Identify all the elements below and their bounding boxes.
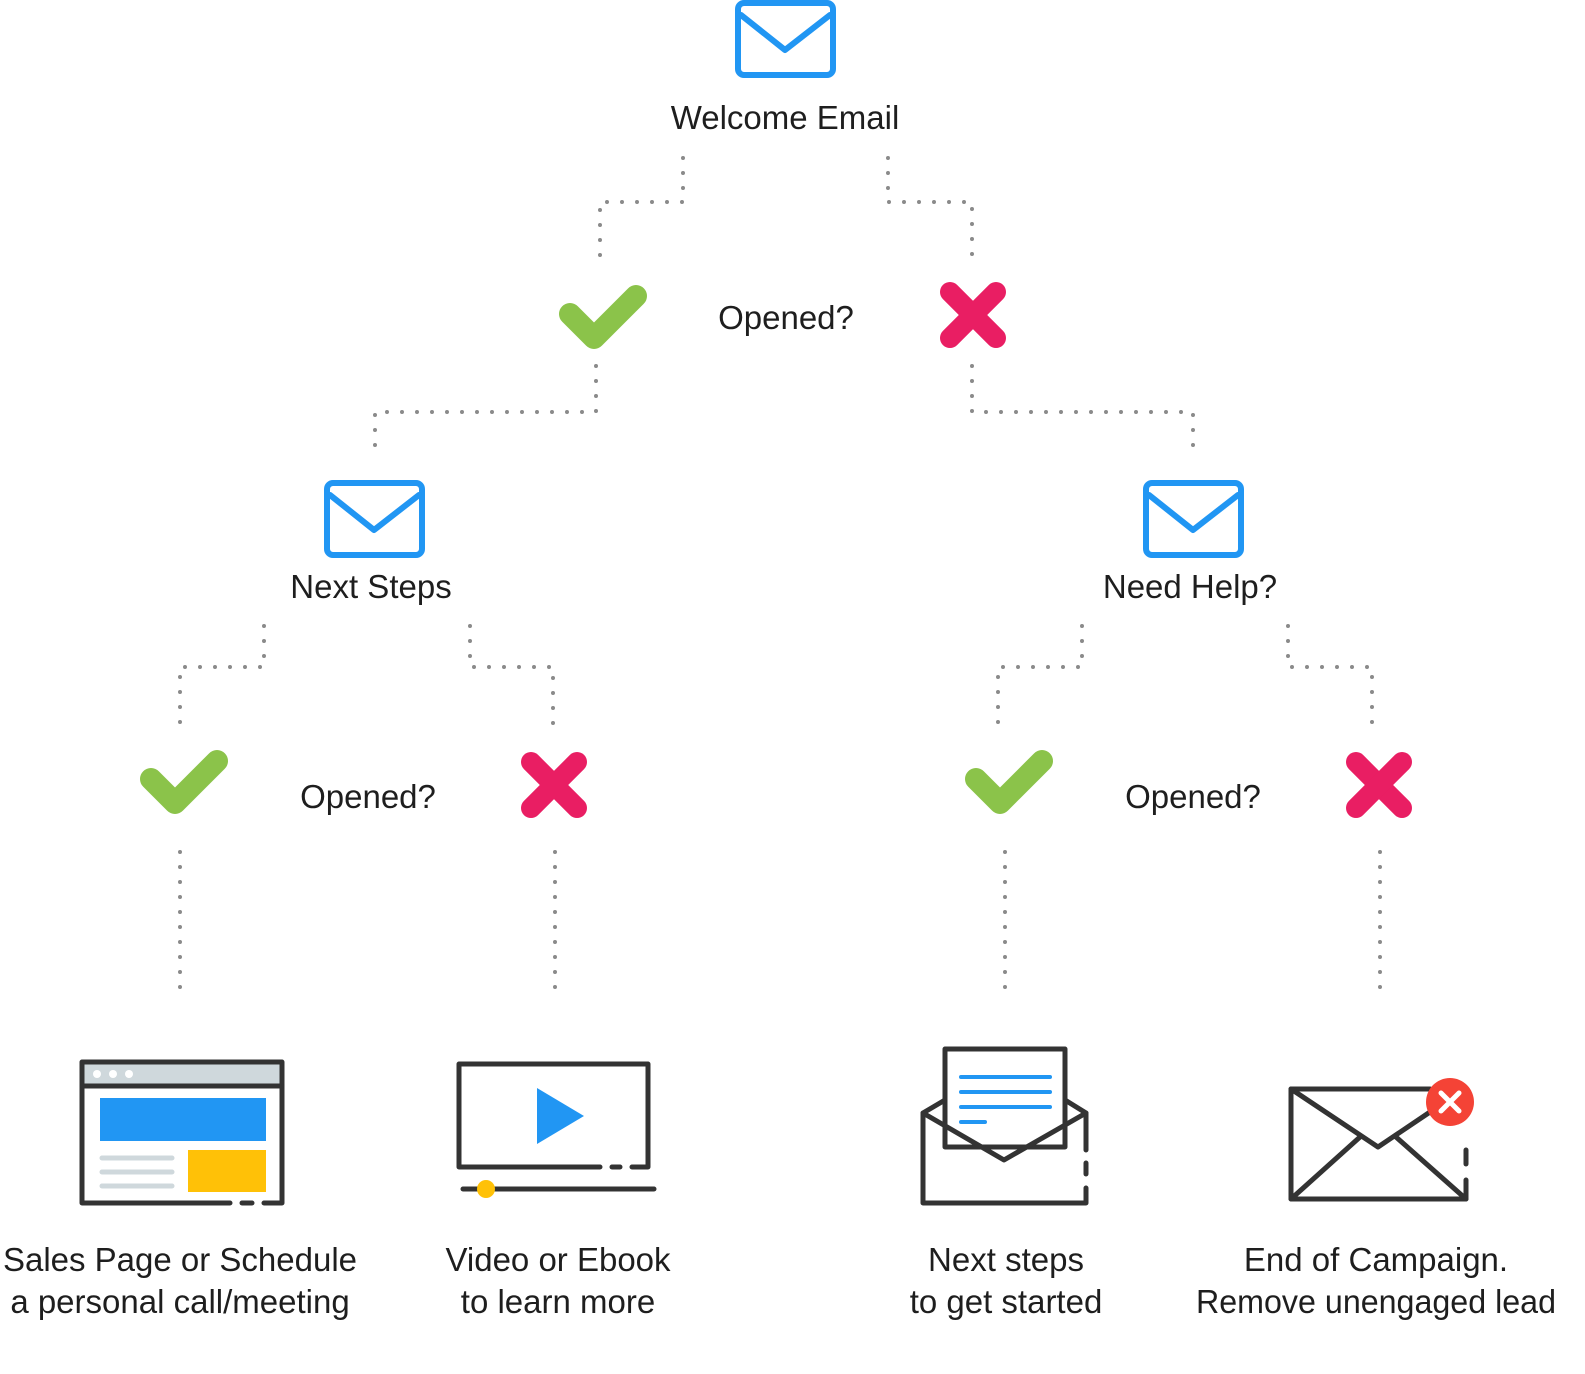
decision-top: Opened? (559, 282, 1006, 349)
connector-no-need-help (970, 364, 1195, 457)
need-help-node: Need Help? (1103, 480, 1277, 605)
cross-icon (1346, 752, 1412, 818)
outcome-sales-line1: Sales Page or Schedule (3, 1241, 357, 1278)
outcome-video-line1: Video or Ebook (445, 1241, 671, 1278)
connector-yes-next-steps (373, 364, 598, 457)
outcome-end-line1: End of Campaign. (1244, 1241, 1508, 1278)
outcome-sales-line2: a personal call/meeting (10, 1283, 349, 1320)
checkmark-icon (965, 750, 1053, 814)
outcome-next: Next steps to get started (910, 1046, 1103, 1320)
connector-welcome-no (886, 156, 974, 264)
envelope-icon (324, 480, 425, 558)
outcome-next-line1: Next steps (928, 1241, 1084, 1278)
connector-welcome-yes (598, 156, 685, 264)
video-player-icon (456, 1061, 657, 1198)
close-badge-icon (1426, 1078, 1474, 1126)
welcome-email-node: Welcome Email (671, 0, 900, 136)
outcome-sales: Sales Page or Schedule a personal call/m… (3, 1059, 357, 1320)
connector-next-steps-yes (178, 624, 266, 730)
connector-need-help-yes (996, 624, 1084, 730)
browser-window-icon (79, 1059, 285, 1206)
cross-icon (521, 752, 587, 818)
connectors (178, 156, 1382, 1004)
envelope-icon (1143, 480, 1244, 558)
envelope-icon (735, 0, 836, 78)
decision-left: Opened? (140, 750, 587, 818)
opened-question-label: Opened? (718, 299, 854, 336)
outcome-end-line2: Remove unengaged lead (1196, 1283, 1556, 1320)
opened-question-label: Opened? (1125, 778, 1261, 815)
outcome-video-line2: to learn more (461, 1283, 655, 1320)
opened-question-label: Opened? (300, 778, 436, 815)
connector-need-help-no (1286, 624, 1374, 730)
envelope-close-icon (1288, 1078, 1474, 1202)
decision-right: Opened? (965, 750, 1412, 818)
cross-icon (940, 282, 1006, 348)
outcome-next-line2: to get started (910, 1283, 1103, 1320)
next-steps-label: Next Steps (290, 568, 451, 605)
welcome-email-label: Welcome Email (671, 99, 900, 136)
checkmark-icon (140, 750, 228, 814)
need-help-label: Need Help? (1103, 568, 1277, 605)
outcome-video: Video or Ebook to learn more (445, 1061, 671, 1320)
connector-next-steps-no (468, 624, 555, 730)
next-steps-node: Next Steps (290, 480, 452, 605)
open-envelope-letter-icon (920, 1046, 1089, 1206)
outcome-end: End of Campaign. Remove unengaged lead (1196, 1078, 1556, 1320)
checkmark-icon (559, 285, 647, 349)
